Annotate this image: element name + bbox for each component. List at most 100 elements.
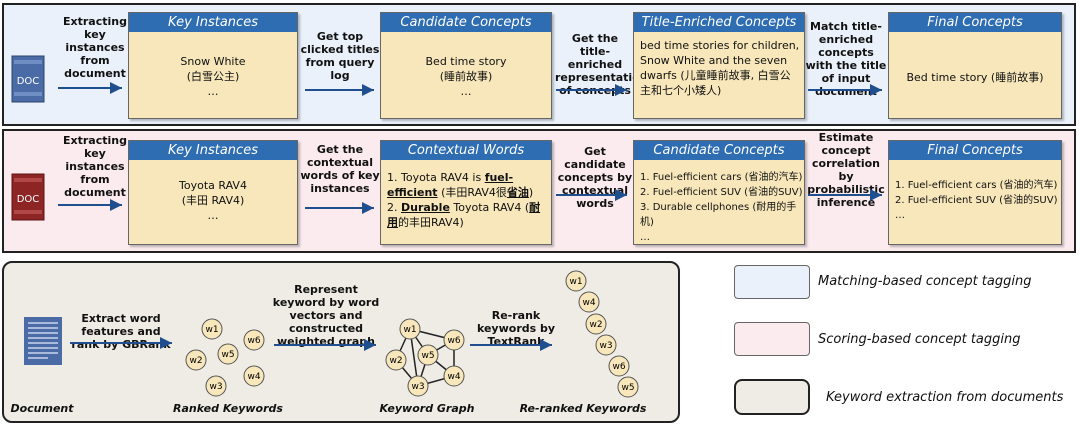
context-line-1: 1. Toyota RAV4 is fuel-efficient (丰田RAV4… [387, 171, 534, 199]
svg-text:w2: w2 [589, 320, 602, 330]
box-title: Candidate Concepts [634, 141, 804, 160]
keyword-graph: w1 w6 w2 w5 w4 w3 [385, 318, 465, 397]
step-label: Estimate concept correlation by probabil… [807, 131, 885, 209]
keyword-highlight: 耐用 [387, 201, 541, 229]
svg-text:w2: w2 [389, 356, 402, 366]
box-title: Final Concepts [889, 141, 1061, 160]
svg-text:w4: w4 [582, 298, 595, 308]
keyword-node: w4 [578, 291, 600, 313]
legend-label-matching: Matching-based concept tagging [818, 274, 1032, 289]
keyword-highlight: 省油 [506, 186, 529, 199]
step-label: Get top clicked titles from query log [300, 30, 380, 82]
keyword-highlight: fuel-efficient [387, 171, 514, 199]
keyword-node: w5 [417, 344, 439, 366]
box-text: Bed time story (睡前故事) [906, 71, 1044, 84]
caption-document: Document [10, 402, 74, 415]
step-label: Re-rank keywords by TextRank [476, 309, 556, 348]
reranked-keywords: w1 w4 w2 w3 w6 w5 [565, 270, 639, 398]
box-line: (白雪公主) [186, 70, 240, 83]
svg-text:w1: w1 [569, 277, 582, 287]
svg-text:w5: w5 [221, 350, 234, 360]
svg-text:w3: w3 [209, 382, 222, 392]
context-line-2: 2. Durable Toyota RAV4 (耐用的丰田RAV4) [387, 201, 541, 229]
caption-ranked-keywords: Ranked Keywords [173, 402, 283, 415]
box-line: (丰田 RAV4) [181, 194, 245, 207]
box-title: Candidate Concepts [381, 13, 551, 32]
box-line: 2. Fuel-efficient SUV (省油的SUV) [640, 187, 803, 198]
legend-label-scoring: Scoring-based concept tagging [818, 332, 1021, 347]
keyword-highlight: Durable [401, 201, 450, 214]
candidate-concepts-box: Candidate Concepts Bed time story (睡前故事)… [380, 12, 552, 119]
contextual-words-box: Contextual Words 1. Toyota RAV4 is fuel-… [380, 140, 552, 245]
doc-label: DOC [17, 76, 40, 87]
title-enriched-concepts-box: Title-Enriched Concepts bed time stories… [633, 12, 805, 119]
box-line: 1. Fuel-efficient cars (省油的汽车) [895, 180, 1058, 191]
svg-text:w5: w5 [421, 351, 434, 361]
keyword-node: w3 [595, 334, 617, 356]
step-label: Get the contextual words of key instance… [300, 143, 380, 195]
step-label: Extracting key instances from document [63, 15, 127, 80]
keyword-node: w6 [443, 329, 465, 351]
keyword-node: w2 [385, 349, 407, 371]
keyword-node: w2 [585, 313, 607, 335]
keyword-node: w5 [217, 343, 239, 365]
box-line: … [207, 209, 219, 222]
legend-swatch-matching [734, 265, 810, 299]
document-icon [22, 315, 64, 367]
box-title: Contextual Words [381, 141, 551, 160]
svg-text:w4: w4 [247, 372, 260, 382]
box-text: bed time stories for children, Snow Whit… [640, 39, 800, 97]
box-line: Bed time story [425, 55, 507, 68]
svg-text:w6: w6 [247, 336, 260, 346]
box-title: Title-Enriched Concepts [634, 13, 804, 32]
legend-label-keyword: Keyword extraction from documents [826, 390, 1064, 405]
box-line: 2. Fuel-efficient SUV (省油的SUV) [895, 195, 1058, 206]
step-label: Match title-enriched concepts with the t… [805, 20, 887, 98]
box-line: 1. Fuel-efficient cars (省油的汽车) [640, 172, 803, 183]
box-title: Key Instances [129, 141, 297, 160]
box-title: Key Instances [129, 13, 297, 32]
candidate-concepts-box: Candidate Concepts 1. Fuel-efficient car… [633, 140, 805, 245]
svg-text:w1: w1 [205, 325, 218, 335]
svg-text:w4: w4 [447, 372, 460, 382]
box-line: … [460, 85, 472, 98]
doc-label: DOC [17, 194, 40, 205]
legend-swatch-keyword [734, 379, 810, 415]
keyword-node: w1 [565, 270, 587, 292]
keyword-node: w1 [201, 318, 223, 340]
keyword-node: w4 [443, 365, 465, 387]
final-concepts-box: Final Concepts 1. Fuel-efficient cars (省… [888, 140, 1062, 245]
keyword-node: w3 [407, 375, 429, 397]
svg-text:w6: w6 [447, 336, 460, 346]
final-concepts-box: Final Concepts Bed time story (睡前故事) [888, 12, 1062, 119]
step-label: Get candidate concepts by contextual wor… [557, 145, 633, 210]
caption-reranked-keywords: Re-ranked Keywords [519, 402, 647, 415]
document-icon: DOC [10, 54, 46, 104]
box-line: Snow White [180, 55, 246, 68]
keyword-node: w4 [243, 365, 265, 387]
document-icon: DOC [10, 172, 46, 222]
box-line: … [207, 85, 219, 98]
caption-keyword-graph: Keyword Graph [379, 402, 475, 415]
box-line: … [640, 232, 650, 243]
step-label: Extract word features and rank by GBRank [71, 312, 171, 351]
step-label: Extracting key instances from document [63, 134, 127, 199]
keyword-node: w3 [205, 375, 227, 397]
keyword-node: w2 [185, 349, 207, 371]
svg-text:w5: w5 [621, 383, 634, 393]
ranked-keywords: w1 w6 w2 w5 w4 w3 [185, 318, 265, 397]
keyword-node: w1 [399, 318, 421, 340]
keyword-node: w6 [243, 329, 265, 351]
box-line: … [895, 210, 905, 221]
box-line: (睡前故事) [439, 70, 493, 83]
box-line: 3. Durable cellphones (耐用的手机) [640, 202, 797, 228]
svg-text:w1: w1 [403, 325, 416, 335]
key-instances-box: Key Instances Toyota RAV4 (丰田 RAV4) … [128, 140, 298, 245]
svg-text:w2: w2 [189, 356, 202, 366]
svg-text:w3: w3 [411, 382, 424, 392]
svg-text:w3: w3 [599, 341, 612, 351]
box-title: Final Concepts [889, 13, 1061, 32]
svg-text:w6: w6 [612, 362, 625, 372]
legend-swatch-scoring [734, 322, 810, 356]
